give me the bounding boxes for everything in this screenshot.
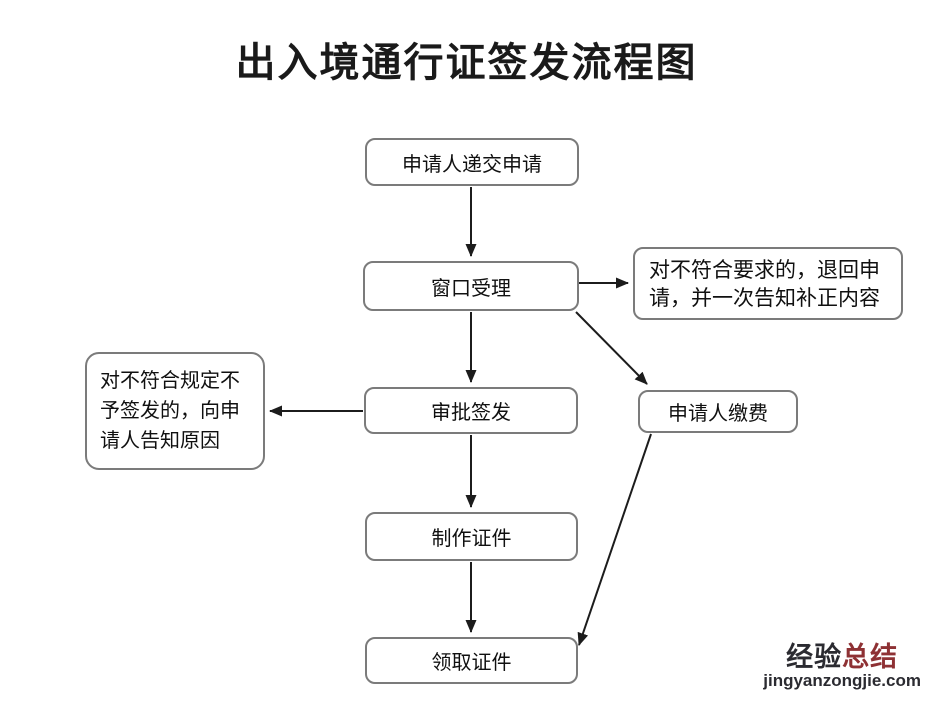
watermark-site-url: jingyanzongjie.com (763, 671, 921, 691)
node-window-acceptance: 窗口受理 (363, 261, 579, 311)
deny-line-3: 请人告知原因 (100, 430, 220, 452)
node-denial-reason-notice: 对不符合规定不 予签发的，向申 请人告知原因 (85, 352, 265, 470)
deny-line-1: 对不符合规定不 (100, 370, 240, 392)
edge-pay-to-collect-arrow (577, 433, 652, 646)
node-applicant-payment: 申请人缴费 (638, 390, 798, 433)
watermark-brand: 经验总结 (763, 641, 921, 673)
reject-line-2: 请，并一次告知补正内容 (649, 287, 880, 310)
node-produce-document: 制作证件 (365, 512, 578, 561)
reject-line-1: 对不符合要求的，退回申 (649, 259, 880, 282)
node-reject-return-notice: 对不符合要求的，退回申 请，并一次告知补正内容 (633, 247, 903, 320)
node-submit-application: 申请人递交申请 (365, 138, 579, 186)
node-approval-issuance: 审批签发 (364, 387, 578, 434)
edge-accept-to-pay-arrow (575, 311, 648, 385)
watermark: 经验总结 jingyanzongjie.com (763, 641, 921, 691)
page-title: 出入境通行证签发流程图 (235, 41, 698, 85)
watermark-brand-red: 总结 (842, 641, 899, 672)
watermark-brand-dark: 经验 (786, 641, 843, 672)
node-collect-document: 领取证件 (365, 637, 578, 684)
deny-line-2: 予签发的，向申 (100, 400, 240, 422)
